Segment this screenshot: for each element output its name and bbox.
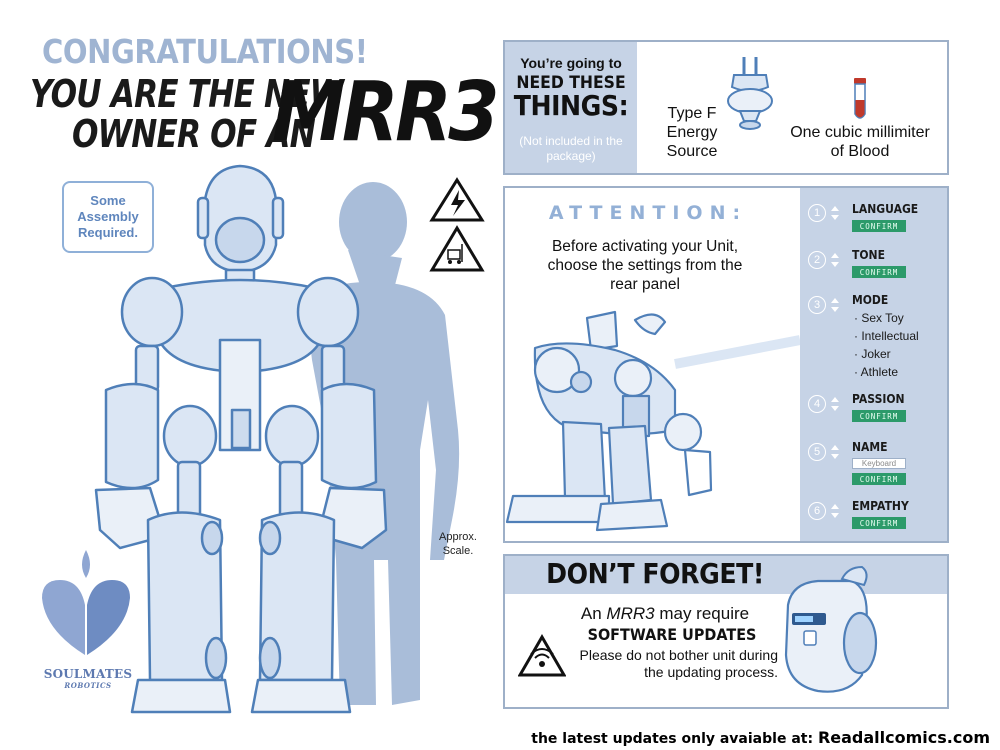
wireless-warning-icon <box>518 634 566 677</box>
update-note: Please do not bother unit during the upd… <box>579 647 778 680</box>
assembly-badge: Some Assembly Required. <box>62 181 154 253</box>
up-down-arrows-icon[interactable] <box>830 204 840 222</box>
needs-panel-header <box>505 42 637 173</box>
up-down-arrows-icon[interactable] <box>830 251 840 269</box>
attention-title: ATTENTION: <box>548 202 748 224</box>
mode-option[interactable]: · Athlete <box>854 365 899 379</box>
update-notice-line: An MRR3 may require <box>555 604 775 624</box>
up-down-arrows-icon[interactable] <box>830 395 840 413</box>
passion-confirm-button[interactable]: CONFIRM <box>852 410 906 422</box>
energy-source-label: Type F Energy Source <box>666 105 718 160</box>
footer-site-link[interactable]: Readallcomics.com <box>817 728 990 747</box>
setting-language-label: LANGUAGE <box>852 202 919 216</box>
setting-number: 4 <box>808 395 826 413</box>
product-logo: MRR3 <box>272 65 500 160</box>
setting-number: 5 <box>808 443 826 461</box>
robot-head-update-icon <box>784 565 878 693</box>
rear-panel-illustration <box>505 310 800 532</box>
robot-illustration <box>42 164 485 714</box>
heading-line-1: YOU ARE THE NEW <box>30 72 344 116</box>
update-product: MRR3 <box>606 604 655 623</box>
needs-things-text: THINGS: <box>513 89 629 122</box>
assembly-badge-text: Some Assembly Required. <box>77 193 139 240</box>
setting-number: 3 <box>808 296 826 314</box>
soulmates-heart-logo-icon <box>42 550 130 655</box>
up-down-arrows-icon[interactable] <box>830 502 840 520</box>
setting-number: 6 <box>808 502 826 520</box>
congratulations-heading: CONGRATULATIONS! <box>42 32 368 71</box>
setting-passion-label: PASSION <box>852 392 905 406</box>
up-down-arrows-icon[interactable] <box>830 296 840 314</box>
setting-name-label: NAME <box>852 440 888 454</box>
logo-name: SOULMATES <box>43 667 133 681</box>
empathy-confirm-button[interactable]: CONFIRM <box>852 517 906 529</box>
name-confirm-button[interactable]: CONFIRM <box>852 473 906 485</box>
tone-confirm-button[interactable]: CONFIRM <box>852 266 906 278</box>
mode-option[interactable]: · Intellectual <box>854 329 919 343</box>
blood-label: One cubic millimiter of Blood <box>790 124 930 160</box>
dont-forget-title: DON’T FORGET! <box>546 557 764 590</box>
footer-text: the latest updates only avaiable at: <box>531 731 814 747</box>
software-updates-text: SOFTWARE UPDATES <box>587 625 757 644</box>
needs-going-text: You’re going to <box>520 55 622 71</box>
heading-line-2: OWNER OF AN <box>72 112 316 156</box>
setting-empathy-label: EMPATHY <box>852 499 909 513</box>
logo-subtitle: ROBOTICS <box>64 681 112 690</box>
setting-mode-label: MODE <box>852 293 889 307</box>
power-plug-icon <box>727 57 773 130</box>
up-down-arrows-icon[interactable] <box>830 443 840 461</box>
needs-not-included-note: (Not included in the package) <box>519 134 623 163</box>
attention-text: Before activating your Unit, choose the … <box>547 238 743 293</box>
high-voltage-warning-icon <box>429 177 485 222</box>
dont-forget-header <box>505 556 947 594</box>
approx-scale-note: Approx. Scale. <box>439 531 477 557</box>
update-suffix: may require <box>659 604 750 623</box>
mode-option[interactable]: · Sex Toy <box>854 311 904 325</box>
language-confirm-button[interactable]: CONFIRM <box>852 220 906 232</box>
name-keyboard-input[interactable]: Keyboard <box>852 458 906 469</box>
robot-figure <box>94 164 388 714</box>
needs-need-text: NEED THESE <box>516 73 626 93</box>
setting-tone-label: TONE <box>852 248 885 262</box>
forklift-warning-icon <box>429 225 485 272</box>
update-prefix: An <box>580 604 602 623</box>
blood-vial-icon <box>854 78 866 119</box>
footer-credit: the latest updates only avaiable at: Rea… <box>530 728 990 747</box>
setting-number: 2 <box>808 251 826 269</box>
setting-number: 1 <box>808 204 826 222</box>
mode-option[interactable]: · Joker <box>854 347 891 361</box>
